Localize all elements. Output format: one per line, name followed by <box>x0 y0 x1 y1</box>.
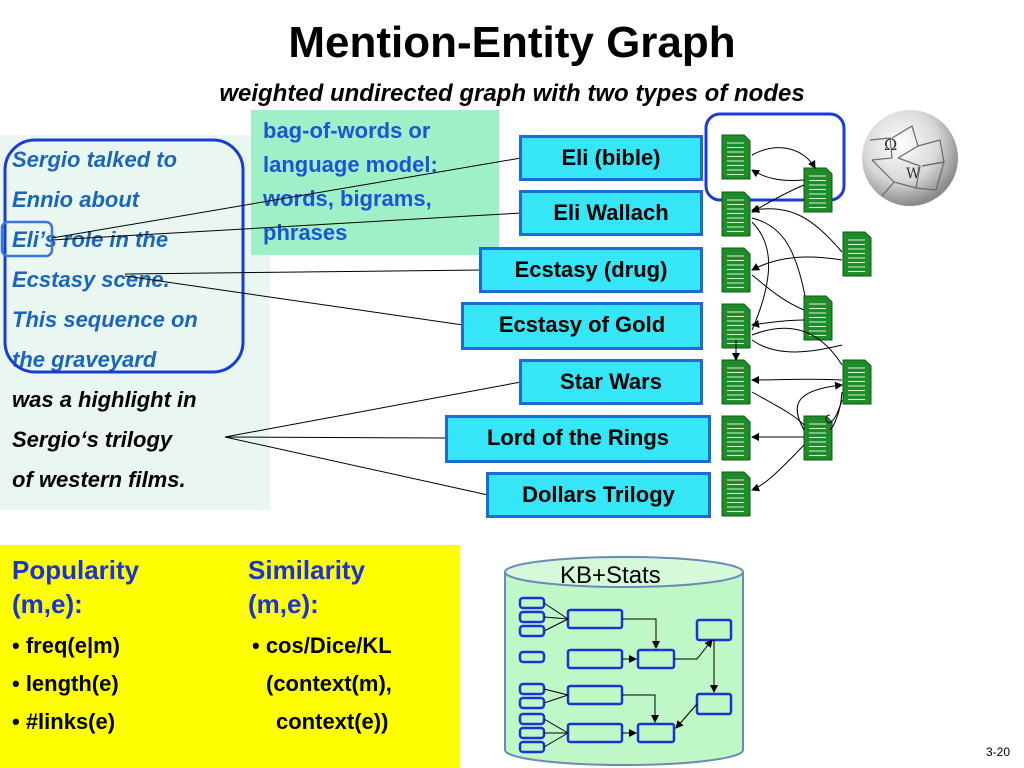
entity-star-wars: Star Wars <box>519 359 703 405</box>
document-icon <box>721 471 751 517</box>
popularity-item: • #links(e) <box>12 709 116 734</box>
entity-eli-wallach: Eli Wallach <box>519 190 703 236</box>
similarity-heading: Similarity <box>248 555 366 585</box>
eli-mention-highlight <box>0 220 54 258</box>
text-line: Ennio about <box>12 187 140 212</box>
popularity-heading-args: (m,e): <box>12 589 83 619</box>
entity-ecstasy-of-gold: Ecstasy of Gold <box>461 302 703 350</box>
page-number: 3-20 <box>986 745 1011 759</box>
document-icon <box>721 415 751 461</box>
text-line: This sequence on <box>12 307 198 332</box>
text-line: the graveyard <box>12 347 157 372</box>
similarity-item: context(e)) <box>276 709 389 734</box>
wikipedia-globe-icon: Ω W <box>862 110 958 206</box>
document-icon <box>721 303 751 349</box>
document-icon <box>803 415 833 461</box>
text-line: Ecstasy scene. <box>12 267 170 292</box>
entity-eli-bible: Eli (bible) <box>519 135 703 181</box>
popularity-heading: Popularity <box>12 555 140 585</box>
similarity-item: (context(m), <box>266 671 392 696</box>
text-line: Sergio talked to <box>12 147 178 172</box>
wikipedia-highlight <box>704 112 846 202</box>
document-icon <box>842 359 872 405</box>
bow-line: words, bigrams, <box>263 186 432 211</box>
slide-title: Mention-Entity Graph <box>288 18 736 67</box>
svg-text:W: W <box>906 166 921 182</box>
mention-entity-edges <box>51 157 522 496</box>
text-line: was a highlight in <box>12 387 197 412</box>
similarity-item: • cos/Dice/KL <box>252 633 392 658</box>
entity-dollars-trilogy: Dollars Trilogy <box>486 472 711 518</box>
entity-entity-edges <box>732 147 843 492</box>
text-line: of western films. <box>12 467 186 492</box>
svg-text:Ω: Ω <box>884 135 897 154</box>
document-icon <box>803 167 833 213</box>
entity-lord-of-the-rings: Lord of the Rings <box>445 415 711 463</box>
mention-text-panel: Sergio talked to Ennio about Eli’s role … <box>0 135 270 510</box>
document-nodes <box>721 134 872 517</box>
popularity-item: • freq(e|m) <box>12 633 120 658</box>
entity-ecstasy-drug: Ecstasy (drug) <box>479 247 703 293</box>
text-line: Sergio‘s trilogy <box>12 427 173 452</box>
kb-stats-label: KB+Stats <box>560 562 661 589</box>
document-icon <box>842 231 872 277</box>
document-icon <box>721 134 751 180</box>
bow-line: language model: <box>263 152 438 177</box>
bow-line: bag-of-words or <box>263 118 431 143</box>
kb-stats-database-icon <box>504 556 744 766</box>
metrics-box: Popularity (m,e): • freq(e|m) • length(e… <box>0 545 460 768</box>
document-icon <box>721 191 751 237</box>
similarity-heading-args: (m,e): <box>248 589 319 619</box>
document-icon <box>721 359 751 405</box>
document-icon <box>803 295 833 341</box>
document-icon <box>721 247 751 293</box>
slide-subtitle: weighted undirected graph with two types… <box>219 80 805 107</box>
popularity-item: • length(e) <box>12 671 119 696</box>
